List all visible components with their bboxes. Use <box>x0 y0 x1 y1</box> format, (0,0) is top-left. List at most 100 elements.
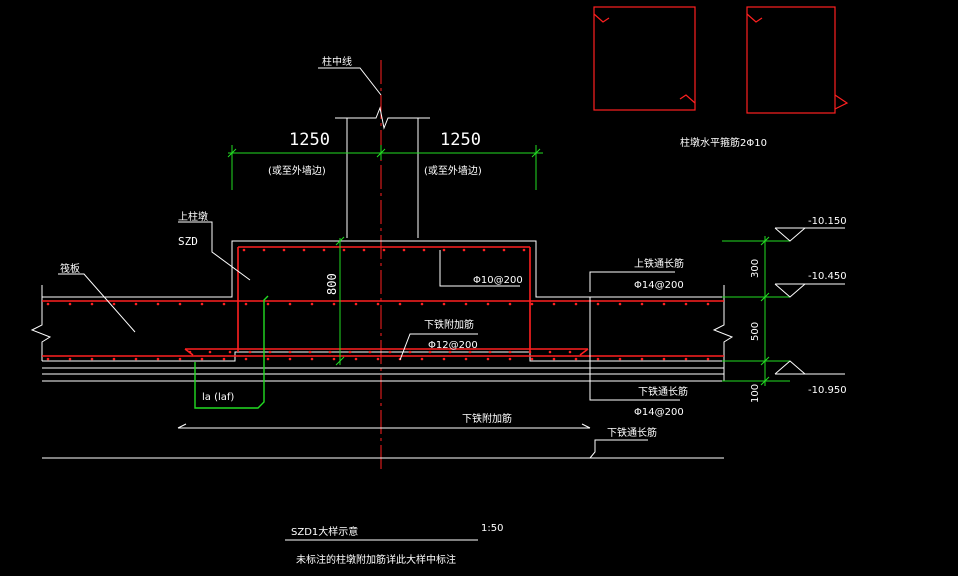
pier-cap-code: SZD <box>178 235 198 248</box>
rebar-dot <box>486 357 490 361</box>
rebar-dot <box>332 357 336 361</box>
rebar-dot <box>388 350 392 354</box>
rebar-dot <box>420 302 424 306</box>
level-mid: -10.450 <box>808 271 847 282</box>
dim-right-value: 1250 <box>440 130 481 150</box>
rebar-dot <box>288 357 292 361</box>
rebar-dot <box>464 357 468 361</box>
rebar-dot <box>488 350 492 354</box>
rebar-dot <box>134 302 138 306</box>
rebar-dot <box>156 302 160 306</box>
note-right: (或至外墙边) <box>424 164 482 177</box>
pier-cap-outline <box>42 240 724 362</box>
rebar-dot <box>522 248 526 252</box>
rebar-dot <box>208 350 212 354</box>
rebar-dot <box>266 357 270 361</box>
dimension-800 <box>335 236 345 366</box>
rebar-dot <box>46 302 50 306</box>
rebar-dot <box>568 350 572 354</box>
raft-bottom-lines <box>42 367 724 382</box>
rebar-dot <box>354 357 358 361</box>
rebar-dot <box>640 302 644 306</box>
rebar-dot <box>376 302 380 306</box>
rebar-dot <box>308 350 312 354</box>
rebar-dot <box>188 350 192 354</box>
rebar-dot <box>302 248 306 252</box>
rebar-dot <box>662 357 666 361</box>
rebar-dot <box>244 357 248 361</box>
drawing-title: SZD1大样示意 <box>291 525 358 538</box>
span-dimension <box>42 423 724 459</box>
rebar-dot <box>112 302 116 306</box>
rebar-dot <box>684 357 688 361</box>
raft-label: 筏板 <box>60 262 80 275</box>
rebar-dot <box>266 302 270 306</box>
rebar-dot <box>422 248 426 252</box>
rebar-dot <box>706 357 710 361</box>
rebar-dot <box>596 302 600 306</box>
pier-cap-name: 上柱墩 <box>178 210 208 223</box>
rebar-dot <box>288 350 292 354</box>
rebar-dot <box>362 248 366 252</box>
dim-800-value: 800 <box>325 273 339 295</box>
rebar-dot <box>342 248 346 252</box>
rebar-dot <box>134 357 138 361</box>
rebar-dot <box>402 248 406 252</box>
rebar-dot <box>242 248 246 252</box>
rebar-dot <box>68 302 72 306</box>
rebar-dot <box>368 350 372 354</box>
rebar-dot <box>222 302 226 306</box>
elevation-markers <box>774 227 845 375</box>
rebar-dot <box>244 302 248 306</box>
rebar-dot <box>228 350 232 354</box>
rebar-dot <box>408 350 412 354</box>
rebar-dot <box>90 302 94 306</box>
level-bottom: -10.950 <box>808 385 847 396</box>
rebar-dot <box>574 302 578 306</box>
level-top: -10.150 <box>808 216 847 227</box>
rebar-dot <box>222 357 226 361</box>
rebar-dot <box>442 357 446 361</box>
dim-100: 100 <box>750 384 761 403</box>
bottom-long-bar-title: 下铁通长筋 <box>638 385 688 398</box>
rebar-dot <box>552 302 556 306</box>
rebar-dot <box>662 302 666 306</box>
rebar-dot <box>328 350 332 354</box>
rebar-dot <box>462 248 466 252</box>
level-dimensions <box>722 236 790 386</box>
rebar-dot <box>178 357 182 361</box>
column-tie-details <box>593 6 849 114</box>
rebar-dot <box>90 357 94 361</box>
rebar-dot <box>156 357 160 361</box>
bottom-add-bar-spec: Φ12@200 <box>428 340 478 351</box>
rebar-dot <box>310 357 314 361</box>
anchorage-label: la (laf) <box>202 392 234 403</box>
top-long-bar-spec: Φ14@200 <box>634 280 684 291</box>
rebar-dot <box>382 248 386 252</box>
rebar-dot <box>310 302 314 306</box>
rebar-dot <box>200 302 204 306</box>
rebar-dot <box>548 350 552 354</box>
column-centerline-label: 柱中线 <box>322 55 352 68</box>
dim-left-value: 1250 <box>289 130 330 150</box>
rebar-dot <box>46 357 50 361</box>
column-outline <box>335 106 430 238</box>
rebar-dot <box>288 302 292 306</box>
rebar-dot <box>332 302 336 306</box>
rebar-dot <box>282 248 286 252</box>
rebar-dot <box>178 302 182 306</box>
rebar-dot <box>574 357 578 361</box>
rebar-dot <box>618 302 622 306</box>
rebar-dot <box>376 357 380 361</box>
rebar-dot <box>482 248 486 252</box>
bottom-add-bar-title: 下铁附加筋 <box>424 318 474 331</box>
rebar-dot <box>442 302 446 306</box>
column-tie-note: 柱墩水平箍筋2Φ10 <box>680 136 767 149</box>
rebar-dot <box>398 302 402 306</box>
rebar-dot <box>596 357 600 361</box>
rebar-dot <box>464 302 468 306</box>
drawing-scale: 1:50 <box>481 523 503 534</box>
rebar-dot <box>706 302 710 306</box>
bottom-add-bar-span: 下铁附加筋 <box>462 412 512 425</box>
